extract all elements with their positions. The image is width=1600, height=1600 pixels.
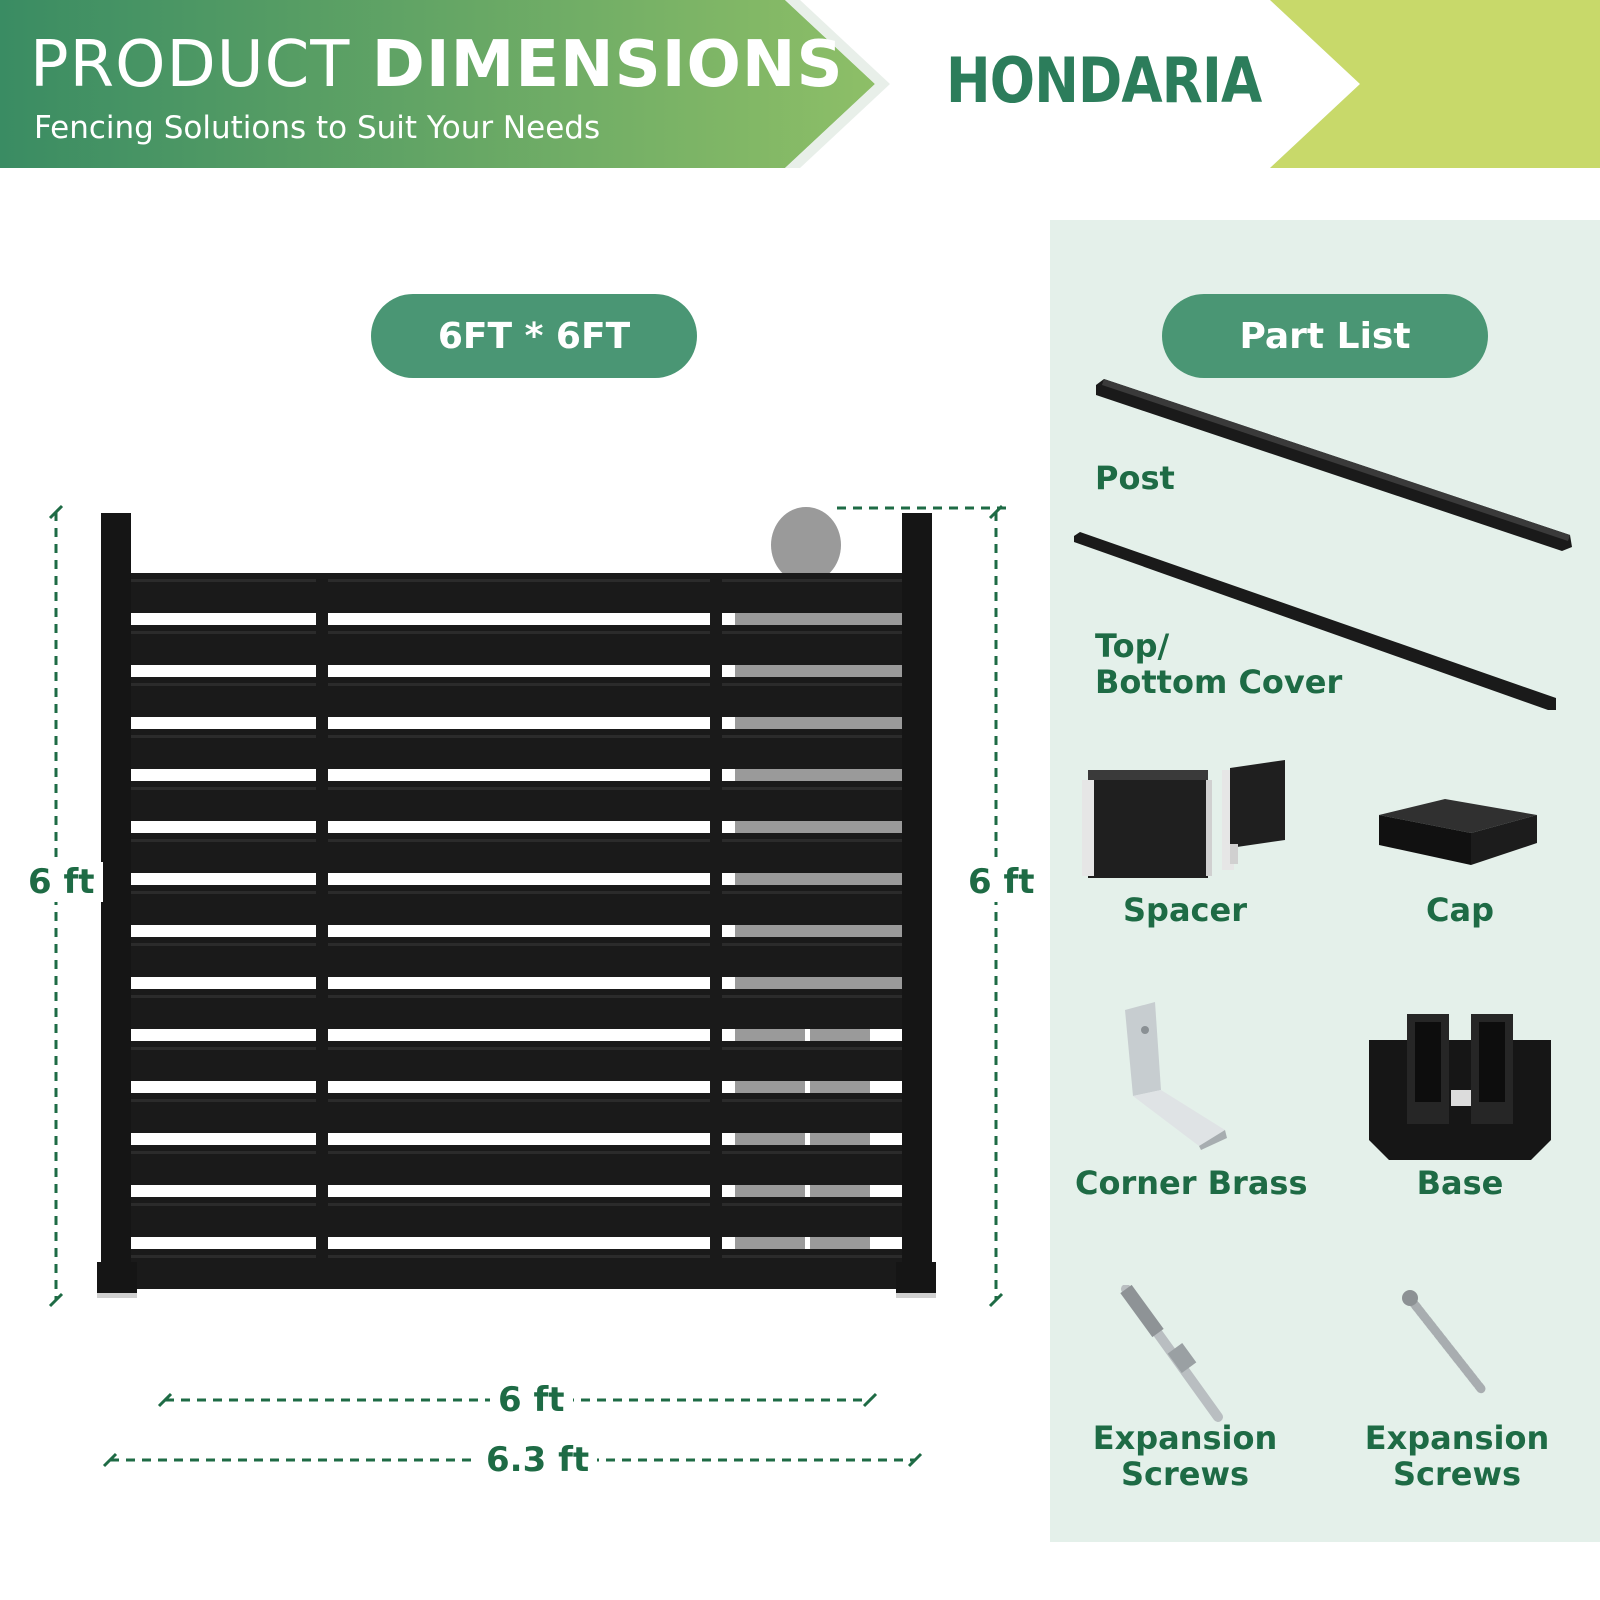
page-title: PRODUCT DIMENSIONS — [30, 28, 844, 102]
part-list-title: Part List — [1162, 294, 1488, 378]
part-label-anchor-bolt-line2: Screws — [1120, 1455, 1250, 1493]
page-subtitle: Fencing Solutions to Suit Your Needs — [34, 110, 601, 146]
total-width-label: 6.3 ft — [478, 1440, 598, 1480]
part-label-anchor-bolt: Expansion Screws — [1085, 1420, 1285, 1492]
post-icon — [1096, 379, 1572, 551]
anchor-bolt-icon — [1120, 1285, 1223, 1422]
spacer-icon — [1082, 760, 1285, 878]
fence-diagram — [48, 504, 1010, 1468]
part-label-spacer: Spacer — [1123, 891, 1247, 929]
fence-slat-grain — [131, 891, 902, 894]
corner-bracket-icon — [1125, 1002, 1227, 1150]
part-label-cover-line2: Bottom Cover — [1095, 663, 1343, 701]
fence-slat-grain — [131, 1255, 902, 1258]
wood-screw-icon — [1402, 1290, 1487, 1395]
fence-spacer — [316, 573, 328, 1289]
part-label-base: Base — [1416, 1164, 1504, 1202]
size-pill: 6FT * 6FT — [371, 294, 697, 378]
right-post-base — [896, 1262, 936, 1294]
fence-slat-grain — [131, 683, 902, 686]
title-light: PRODUCT — [30, 28, 351, 102]
header-banner: PRODUCT DIMENSIONS Fencing Solutions to … — [0, 0, 1600, 168]
right-height-label: 6 ft — [960, 862, 1043, 902]
brand-logo: HONDARIA — [946, 44, 1262, 117]
fence-slat-grain — [131, 995, 902, 998]
part-label-anchor-bolt-line1: Expansion — [1092, 1419, 1278, 1457]
left-post — [101, 513, 131, 1293]
title-bold: DIMENSIONS — [371, 28, 844, 102]
post-base-icon — [1369, 1014, 1551, 1160]
part-label-wood-screw: Expansion Screws — [1357, 1420, 1557, 1492]
part-label-cap: Cap — [1426, 891, 1494, 929]
person-silhouette — [735, 507, 903, 1255]
fence-slat-grain — [131, 631, 902, 634]
left-height-label: 6 ft — [20, 862, 103, 902]
fence-spacer — [710, 573, 722, 1289]
right-post — [902, 513, 932, 1293]
fence-slat-grain — [131, 787, 902, 790]
part-label-wood-screw-line2: Screws — [1392, 1455, 1522, 1493]
post-cap-icon — [1379, 799, 1537, 865]
part-label-cover-line1: Top/ — [1095, 627, 1170, 665]
fence-slat-grain — [131, 579, 902, 582]
fence-slat-grain — [131, 943, 902, 946]
fence-slats — [131, 573, 902, 1289]
panel-width-label: 6 ft — [490, 1380, 573, 1420]
fence-slat-grain — [131, 1151, 902, 1154]
fence-slat-grain — [131, 1203, 902, 1206]
part-label-wood-screw-line1: Expansion — [1364, 1419, 1550, 1457]
cover-rail-icon — [1074, 532, 1556, 710]
part-label-cover: Top/ Bottom Cover — [1095, 628, 1342, 700]
fence-slat-grain — [131, 839, 902, 842]
fence-slat-grain — [131, 1047, 902, 1050]
left-post-base — [97, 1262, 137, 1294]
part-label-corner-brass: Corner Brass — [1075, 1164, 1308, 1202]
fence-slat-grain — [131, 735, 902, 738]
banner-background — [0, 0, 1600, 168]
part-label-post: Post — [1095, 459, 1175, 497]
fence-slat-grain — [131, 1099, 902, 1102]
